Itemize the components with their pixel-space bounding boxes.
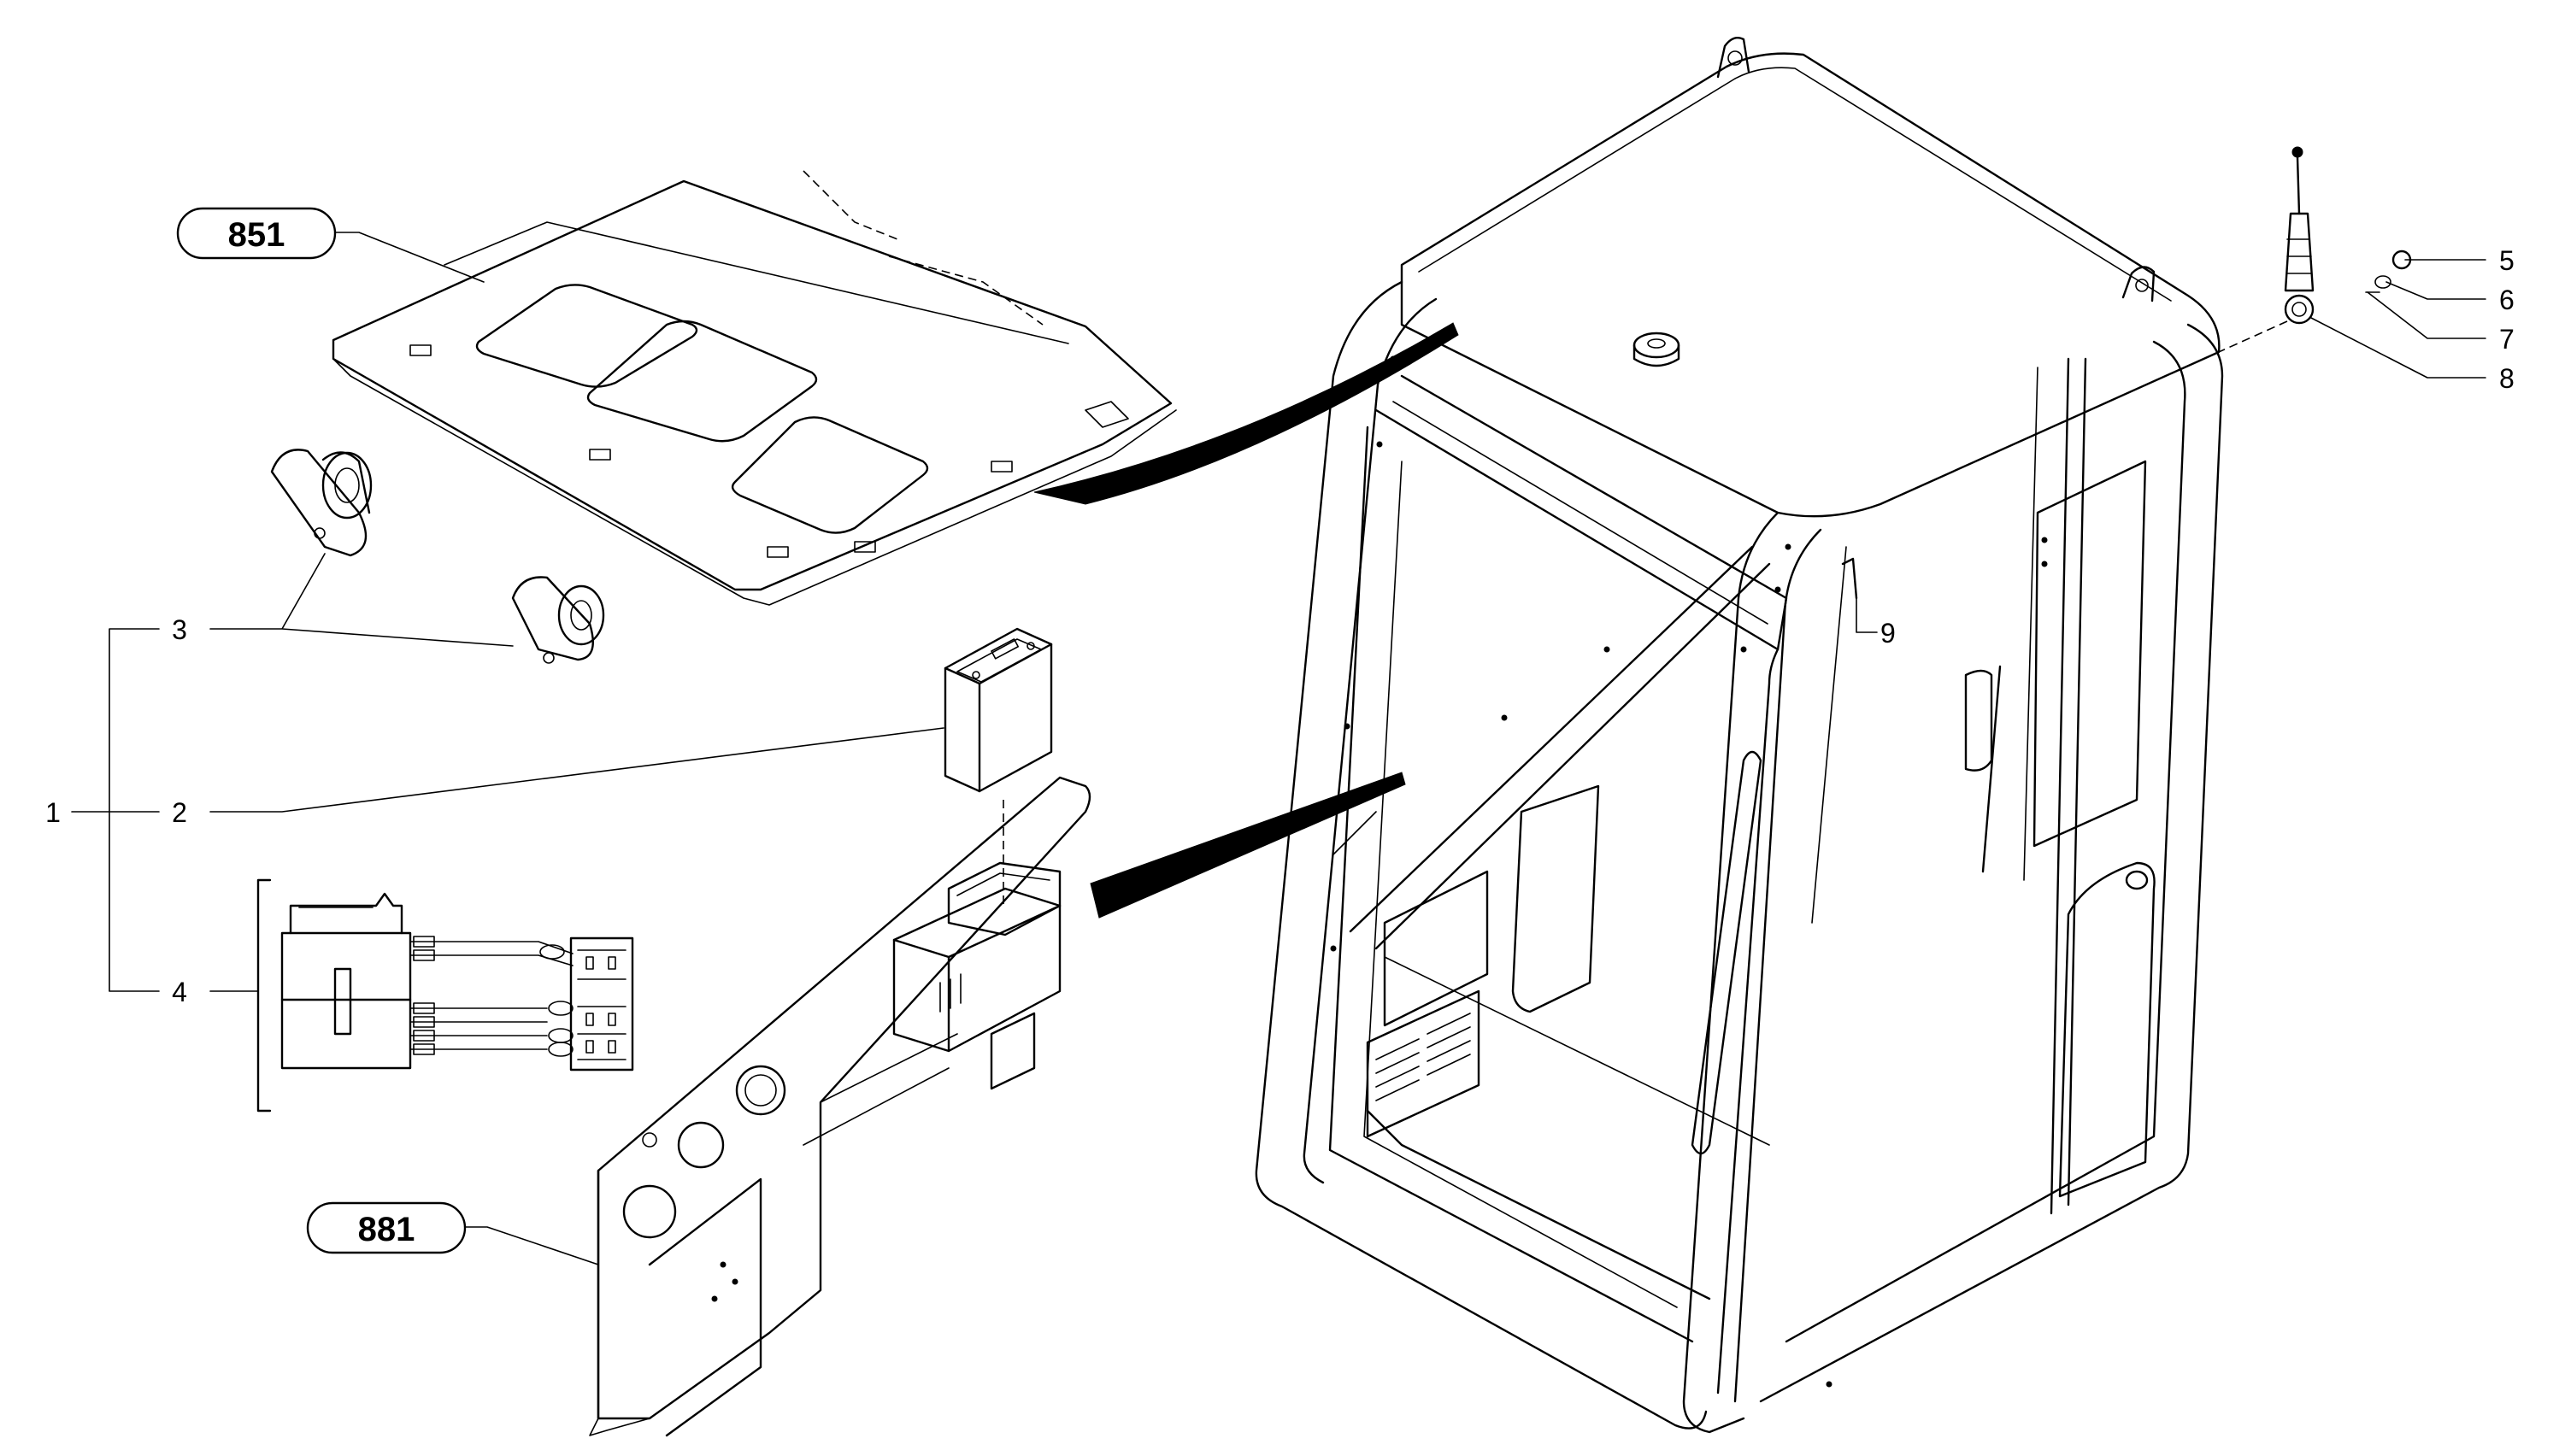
frame-rivets bbox=[1330, 355, 2048, 1388]
callout-1: 1 bbox=[45, 797, 61, 828]
callout-8: 8 bbox=[2499, 363, 2515, 394]
speaker-lower bbox=[511, 576, 605, 664]
callout-6: 6 bbox=[2499, 285, 2515, 315]
callout-4: 4 bbox=[172, 977, 187, 1007]
console-install-arrow bbox=[1090, 772, 1406, 919]
callout-7: 7 bbox=[2499, 324, 2515, 355]
louvre-vents bbox=[1366, 989, 1480, 1138]
roof-trim-panel bbox=[332, 170, 1177, 606]
antenna-assembly bbox=[1841, 146, 2412, 600]
roof-install-arrow bbox=[1033, 322, 1459, 505]
callout-2: 2 bbox=[172, 797, 187, 828]
side-console-panel bbox=[589, 776, 1091, 1437]
radio-harness bbox=[256, 878, 634, 1113]
callout-3: 3 bbox=[172, 614, 187, 645]
speaker-upper bbox=[270, 449, 373, 557]
cab-frame bbox=[1255, 37, 2224, 1434]
leader-lines bbox=[71, 232, 2486, 1265]
badge-roof-panel: 851 bbox=[176, 207, 337, 260]
badge-side-console-label: 881 bbox=[358, 1211, 415, 1248]
radio-unit bbox=[944, 627, 1053, 793]
badge-side-console: 881 bbox=[306, 1201, 467, 1254]
callout-5: 5 bbox=[2499, 245, 2515, 276]
badge-roof-panel-label: 851 bbox=[228, 216, 285, 254]
callout-9: 9 bbox=[1880, 618, 1896, 649]
